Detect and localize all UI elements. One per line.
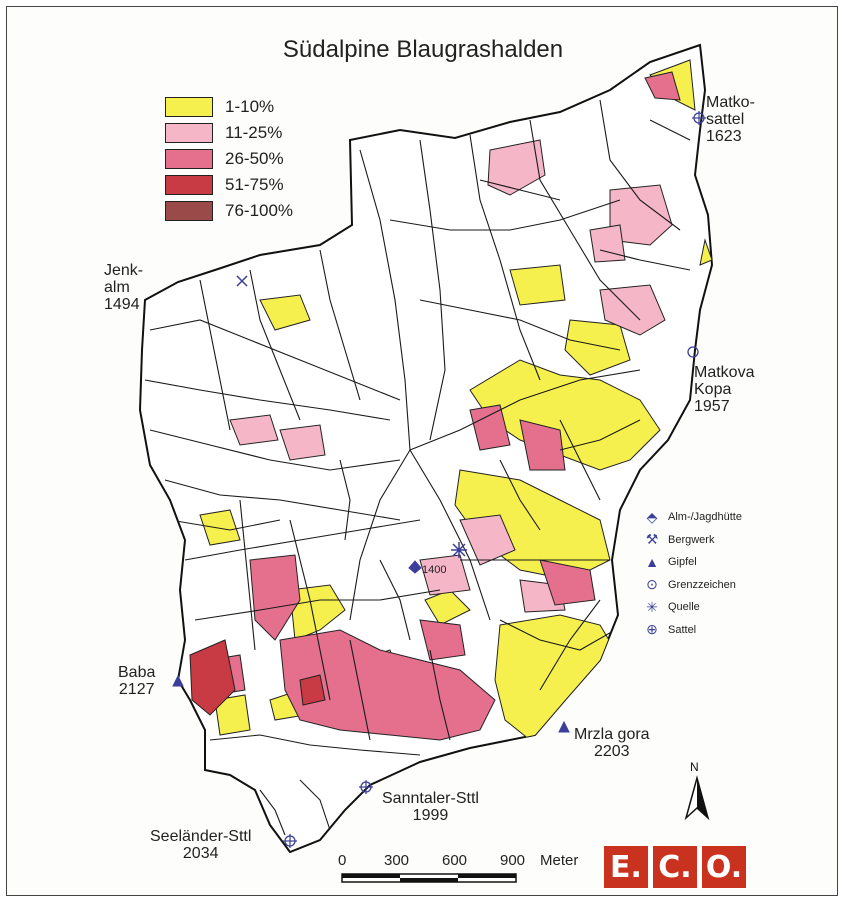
- logo-letter: O.: [702, 846, 746, 888]
- symbol-label: Alm-/Jagdhütte: [668, 511, 742, 524]
- legend-item: 1-10%: [165, 94, 293, 120]
- mine-icon: [236, 275, 248, 287]
- legend-item: 11-25%: [165, 120, 293, 146]
- scale-tick-label: 600: [442, 852, 468, 869]
- place-name: Matkova: [694, 364, 755, 381]
- place-elevation: 1623: [706, 128, 742, 145]
- symbol-label: Quelle: [668, 601, 700, 614]
- legend-label: 26-50%: [225, 149, 284, 168]
- north-letter: N: [690, 760, 699, 774]
- place-sanntaler-sattel: Sanntaler-Sttl 1999: [382, 790, 479, 824]
- place-name: Sanntaler-Sttl: [382, 790, 479, 807]
- map-title: Südalpine Blaugrashalden: [282, 36, 564, 63]
- legend-swatch: [165, 97, 213, 117]
- spring-icon: ✳: [646, 598, 658, 615]
- place-mrzla-gora: Mrzla gora 2203: [574, 726, 650, 760]
- boundary-marker-icon: ⊙: [646, 576, 658, 593]
- place-jenk-alm: Jenk- alm 1494: [104, 262, 143, 313]
- symbol-label: Grenzzeichen: [668, 578, 736, 591]
- logo-letter: E.: [604, 846, 648, 888]
- symbol-legend-item: ▲ Gipfel: [642, 551, 742, 574]
- boundary-marker-icon: [687, 346, 699, 358]
- place-elevation: 1999: [412, 807, 449, 824]
- parcel-boundaries: [144, 99, 691, 836]
- place-elevation: 2127: [118, 681, 155, 698]
- north-arrow: [684, 775, 710, 821]
- place-matko-sattel: Matko- sattel 1623: [706, 94, 755, 145]
- place-elevation: 1494: [104, 296, 140, 313]
- symbol-legend-item: ⊕ Sattel: [642, 619, 742, 642]
- symbol-legend: ⬘ Alm-/Jagdhütte ⚒ Bergwerk ▲ Gipfel ⊙ G…: [642, 506, 742, 641]
- symbol-label: Gipfel: [668, 556, 697, 569]
- cover-51-75-patches: [189, 639, 326, 716]
- cover-legend: 1-10% 11-25% 26-50% 51-75% 76-100%: [165, 94, 293, 224]
- place-seelaender-sattel: Seeländer-Sttl 2034: [150, 828, 251, 862]
- scale-bar: [341, 873, 517, 883]
- symbol-legend-item: ✳ Quelle: [642, 596, 742, 619]
- spot-height-label: 1400: [422, 564, 447, 576]
- place-elevation: 1957: [694, 398, 730, 415]
- symbol-label: Bergwerk: [668, 533, 715, 546]
- eco-logo: E. C. O.: [604, 846, 746, 888]
- symbol-label: Sattel: [668, 623, 697, 636]
- mine-icon: ⚒: [645, 531, 659, 548]
- logo-letter: C.: [653, 846, 697, 888]
- symbol-legend-item: ⊙ Grenzzeichen: [642, 574, 742, 597]
- legend-label: 11-25%: [225, 123, 283, 142]
- legend-item: 26-50%: [165, 146, 293, 172]
- legend-label: 76-100%: [225, 201, 294, 220]
- summit-icon: ▲: [645, 554, 659, 571]
- place-name: alm: [104, 279, 130, 296]
- place-elevation: 2034: [182, 845, 219, 862]
- alm-hut-icon: ⬘: [646, 508, 658, 525]
- symbol-legend-item: ⚒ Bergwerk: [642, 529, 742, 552]
- legend-swatch: [165, 201, 213, 221]
- legend-item: 51-75%: [165, 172, 293, 198]
- legend-item: 76-100%: [165, 198, 293, 224]
- cover-11-25-patches: [229, 139, 673, 613]
- legend-swatch: [165, 123, 213, 143]
- legend-label: 1-10%: [225, 97, 275, 116]
- cover-1-10-patches: [199, 59, 712, 741]
- summit-icon: [558, 720, 570, 733]
- place-name: sattel: [706, 111, 745, 128]
- place-name: Baba: [118, 664, 156, 681]
- legend-swatch: [165, 175, 213, 195]
- summit-icon: [172, 674, 184, 687]
- place-matkova-kopa: Matkova Kopa 1957: [694, 364, 754, 415]
- place-name: Seeländer-Sttl: [150, 828, 252, 845]
- place-name: Jenk-: [104, 262, 144, 279]
- place-name: Kopa: [694, 381, 732, 398]
- map-symbols: [172, 111, 706, 848]
- scale-tick-label: 900: [500, 852, 526, 869]
- place-baba: Baba 2127: [118, 664, 155, 698]
- scale-tick-label: 300: [384, 852, 410, 869]
- place-name: Matko-: [706, 94, 755, 111]
- symbol-legend-item: ⬘ Alm-/Jagdhütte: [642, 506, 742, 529]
- place-elevation: 2203: [593, 743, 630, 760]
- spring-icon: [451, 542, 467, 558]
- place-name: Mrzla gora: [574, 726, 650, 743]
- scale-tick-label: 0: [338, 852, 347, 869]
- saddle-icon: ⊕: [646, 621, 658, 638]
- legend-swatch: [165, 149, 213, 169]
- legend-label: 51-75%: [225, 175, 284, 194]
- scale-unit-label: Meter: [540, 852, 579, 869]
- alm-hut-icon: [408, 560, 422, 574]
